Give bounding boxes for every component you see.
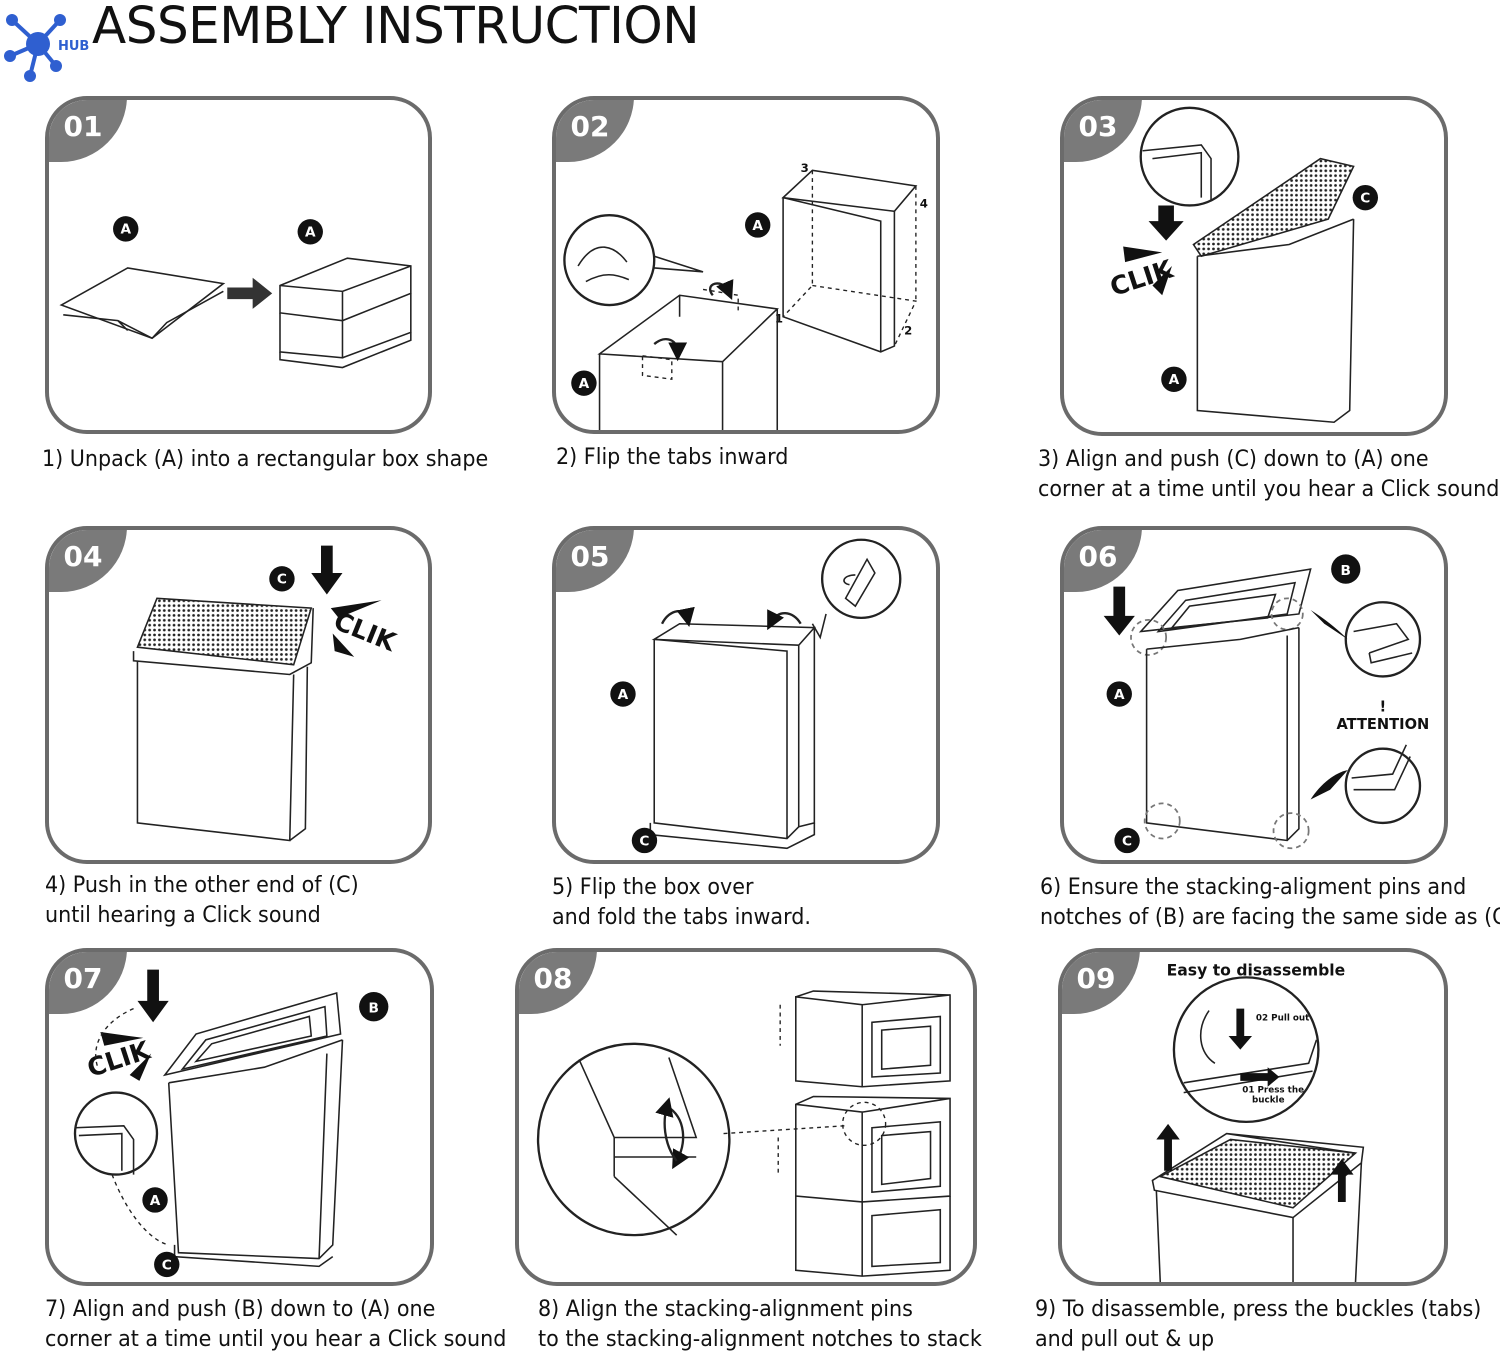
svg-text:ATTENTION: ATTENTION <box>1336 716 1429 733</box>
step-04-panel: 04 C CLIK <box>45 526 432 864</box>
svg-text:2: 2 <box>904 323 912 337</box>
svg-text:Easy to disassemble: Easy to disassemble <box>1167 961 1346 979</box>
step-03-illustration: CLIK C A <box>1106 106 1379 424</box>
svg-text:A: A <box>1114 687 1125 703</box>
svg-text:A: A <box>305 225 316 241</box>
step-06-illustration: B A C ! ATTENTION <box>1103 554 1429 854</box>
step-09-illustration: Easy to disassemble 02 Pull out 01 Press… <box>1151 961 1365 1282</box>
hub-logo-icon: HUB <box>4 14 89 82</box>
svg-text:A: A <box>752 218 763 234</box>
svg-text:3: 3 <box>801 161 809 175</box>
svg-text:B: B <box>1341 563 1351 579</box>
step-08-panel: 08 <box>515 948 977 1286</box>
svg-text:A: A <box>618 687 629 703</box>
svg-text:B: B <box>369 1001 379 1017</box>
svg-text:01 Press the: 01 Press the <box>1242 1086 1304 1096</box>
step-04-illustration: C CLIK <box>132 545 401 842</box>
step-badge: 06 <box>1064 530 1142 592</box>
svg-text:C: C <box>277 572 287 588</box>
step-03-caption: 3) Align and push (C) down to (A) one co… <box>1038 447 1500 502</box>
step-badge: 02 <box>556 100 634 162</box>
step-02-panel: 02 A 1 2 3 4 A <box>552 96 940 434</box>
step-02-caption: 2) Flip the tabs inward <box>556 445 789 470</box>
step-06-caption: 6) Ensure the stacking-aligment pins and… <box>1040 875 1500 930</box>
step-05-caption: 5) Flip the box over and fold the tabs i… <box>552 875 811 930</box>
svg-text:A: A <box>579 376 590 392</box>
step-06-panel: 06 B A C ! ATTENTION <box>1060 526 1448 864</box>
svg-text:C: C <box>1360 191 1370 207</box>
page-title: ASSEMBLY INSTRUCTION <box>92 0 700 56</box>
step-05-panel: 05 A C <box>552 526 940 864</box>
step-09-panel: 09 Easy to disassemble 02 Pull out 01 Pr… <box>1058 948 1448 1286</box>
svg-text:C: C <box>1122 833 1132 849</box>
svg-text:4: 4 <box>920 196 928 210</box>
svg-text:A: A <box>120 222 131 238</box>
svg-text:CLIK: CLIK <box>1106 253 1177 302</box>
step-09-caption: 9) To disassemble, press the buckles (ta… <box>1035 1297 1482 1352</box>
svg-text:C: C <box>639 833 649 849</box>
step-01-panel: 01 A A <box>45 96 432 434</box>
step-03-panel: 03 CLIK C A <box>1060 96 1448 436</box>
step-01-caption: 1) Unpack (A) into a rectangular box sha… <box>42 447 489 472</box>
step-07-panel: 07 CLIK B A C <box>45 948 434 1286</box>
step-07-caption: 7) Align and push (B) down to (A) one co… <box>45 1297 507 1352</box>
step-05-illustration: A C <box>610 538 902 854</box>
step-07-illustration: CLIK B A C <box>73 969 389 1278</box>
step-04-caption: 4) Push in the other end of (C) until he… <box>45 873 359 928</box>
step-01-illustration: A A <box>59 216 412 369</box>
logo-text: HUB <box>58 39 89 54</box>
svg-text:02 Pull out: 02 Pull out <box>1256 1013 1309 1023</box>
step-08-illustration <box>536 990 951 1277</box>
step-08-caption: 8) Align the stacking-alignment pins to … <box>538 1297 982 1352</box>
svg-text:!: ! <box>1380 699 1387 716</box>
svg-text:A: A <box>1169 372 1180 388</box>
svg-text:A: A <box>150 1193 161 1209</box>
step-badge: 04 <box>49 530 127 592</box>
svg-text:1: 1 <box>775 312 783 326</box>
svg-text:C: C <box>162 1257 172 1273</box>
svg-text:buckle: buckle <box>1252 1095 1285 1105</box>
step-badge: 07 <box>49 952 127 1014</box>
step-02-illustration: A 1 2 3 4 A <box>563 161 928 430</box>
